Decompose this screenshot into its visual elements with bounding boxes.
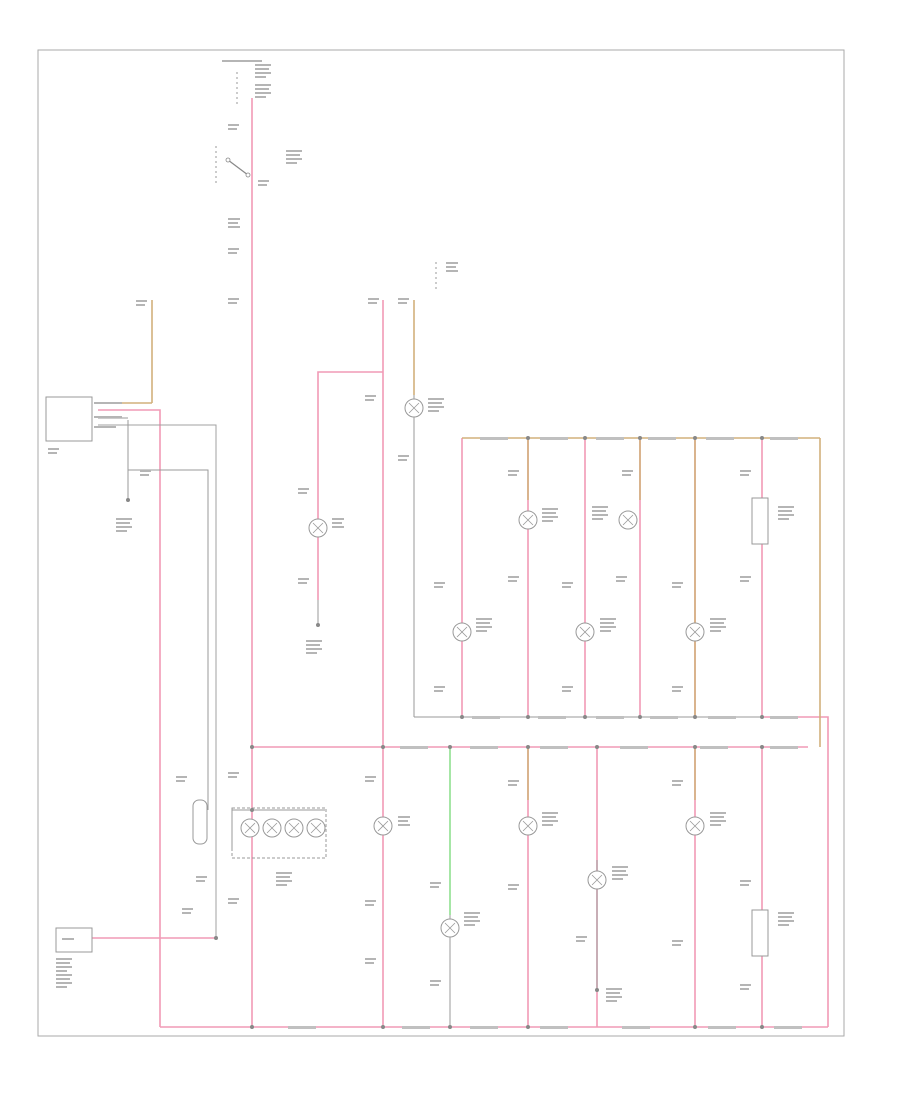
indicator-lamp-row1-1 <box>508 470 558 582</box>
wire-label <box>228 124 239 130</box>
combination-switch-top <box>215 146 302 186</box>
indicator-lamp-lower-5 <box>740 880 794 990</box>
hot-at-all-times-fuse <box>222 60 271 106</box>
diagram-frame <box>37 49 845 1037</box>
indicator-lamp-row2-3 <box>672 582 726 692</box>
wire-label <box>228 248 239 254</box>
combination-meter-cluster <box>228 772 327 904</box>
indicator-lamp-row1-3 <box>740 470 794 582</box>
brake-warning-lamp <box>365 776 410 964</box>
battery-warning-lamp <box>298 488 344 584</box>
ground-center <box>306 623 322 654</box>
indicator-lamp-row2-1 <box>434 582 492 692</box>
wires-gray <box>98 395 762 1027</box>
indicator-lamp-lower-3 <box>576 866 628 942</box>
cluster-unit-left <box>45 396 122 454</box>
indicator-lamp-lower-1 <box>430 882 480 986</box>
indicator-lamp-row1-2 <box>592 470 638 582</box>
ground-bottom <box>595 988 622 1002</box>
indicator-lamp-lower-2 <box>508 780 558 890</box>
combination-meter-switch <box>176 776 208 914</box>
wire-label <box>228 298 239 304</box>
wire-label <box>228 218 240 228</box>
wires-red <box>92 98 829 1028</box>
ground-left <box>116 470 151 532</box>
junction-dots <box>214 436 764 1029</box>
indicator-lamp-lower-4 <box>672 780 726 946</box>
oil-pressure-lamp <box>365 395 444 461</box>
control-unit-bottom-left <box>55 927 93 988</box>
wires-tan <box>98 300 821 800</box>
fuse-top-right <box>136 262 458 306</box>
indicator-lamp-row2-2 <box>562 582 616 692</box>
